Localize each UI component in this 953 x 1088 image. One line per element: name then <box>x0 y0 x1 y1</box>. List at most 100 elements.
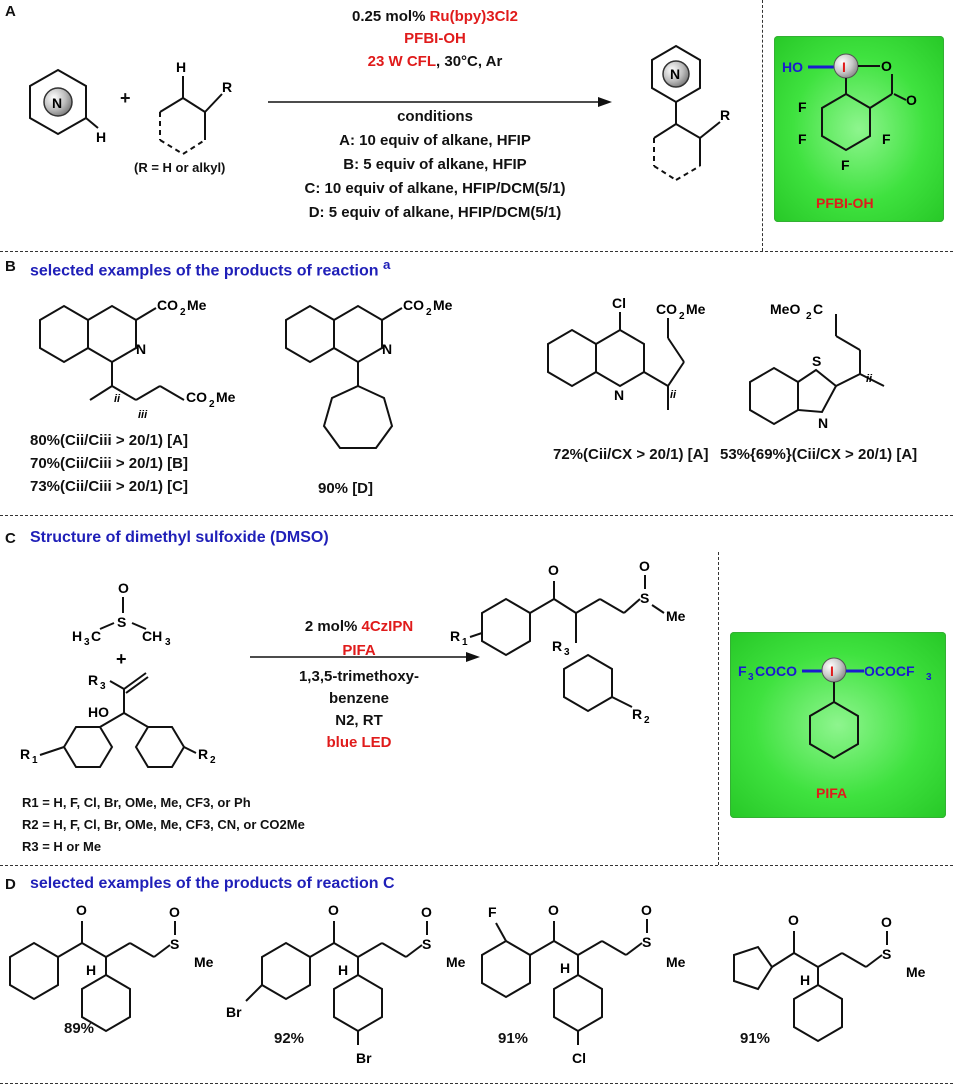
svg-text:Cl: Cl <box>572 1050 586 1066</box>
divider-cd <box>0 865 953 866</box>
yield-d3: 91% <box>498 1030 529 1047</box>
svg-text:COCO: COCO <box>755 663 797 679</box>
yield-b2: 90% [D] <box>318 480 374 497</box>
light-c: blue LED <box>326 734 392 751</box>
svg-text:Br: Br <box>356 1050 372 1066</box>
svg-text:CO: CO <box>157 297 178 313</box>
svg-text:H: H <box>176 59 186 75</box>
svg-text:1: 1 <box>462 637 468 648</box>
svg-text:O: O <box>548 902 559 918</box>
svg-text:S: S <box>117 614 126 630</box>
svg-text:F: F <box>841 157 850 173</box>
svg-text:R: R <box>552 638 562 654</box>
svg-text:Me: Me <box>686 301 706 317</box>
svg-text:O: O <box>169 904 180 920</box>
svg-text:O: O <box>328 902 339 918</box>
yield-d2: 92% <box>274 1030 305 1047</box>
pyridine-reactant: N H <box>29 68 106 145</box>
conditions-line-1: 0.25 mol% Ru(bpy)3Cl2 <box>352 8 518 25</box>
svg-text:Me: Me <box>433 297 453 313</box>
panel-b-title: selected examples of the products of rea… <box>30 257 391 280</box>
svg-text:MeO: MeO <box>770 301 800 317</box>
svg-text:Cl: Cl <box>612 295 626 311</box>
svg-text:HO: HO <box>88 704 109 720</box>
plus-a: + <box>120 88 131 108</box>
svg-text:H: H <box>338 962 348 978</box>
svg-text:N: N <box>136 341 146 357</box>
yield-d4: 91% <box>740 1030 771 1047</box>
plus-c: + <box>116 649 127 669</box>
oxidant-a: PFBI-OH <box>404 30 466 47</box>
alkane-reactant: H R <box>159 59 232 155</box>
panel-d-structures: O H S O Me Br O H S O Me Br F <box>9 902 926 1066</box>
condition-d: D: 5 equiv of alkane, HFIP/DCM(5/1) <box>308 204 562 221</box>
svg-text:3: 3 <box>564 647 570 658</box>
svg-text:N: N <box>670 66 680 82</box>
pifa-label: PIFA <box>816 785 847 801</box>
svg-text:ii: ii <box>670 389 677 401</box>
svg-text:C: C <box>813 301 823 317</box>
svg-text:R: R <box>720 107 730 123</box>
svg-text:S: S <box>882 946 891 962</box>
svg-text:O: O <box>881 58 892 74</box>
svg-text:2: 2 <box>210 755 216 766</box>
svg-text:H: H <box>800 972 810 988</box>
svg-text:F: F <box>488 904 497 920</box>
svg-text:S: S <box>640 590 649 606</box>
panel-a-scheme: N H H R N R <box>29 44 730 181</box>
product-d4: O H S O Me <box>733 912 926 1043</box>
svg-text:iii: iii <box>138 409 148 421</box>
svg-text:O: O <box>421 904 432 920</box>
svg-text:R: R <box>88 672 98 688</box>
panel-a-product: N R <box>651 44 730 181</box>
yield-d1: 89% <box>64 1020 95 1037</box>
divider-a-right <box>762 0 763 251</box>
condition-b: B: 5 equiv of alkane, HFIP <box>343 156 527 173</box>
yield-b3: 72%(Cii/CX > 20/1) [A] <box>553 446 709 463</box>
svg-text:I: I <box>842 59 846 75</box>
svg-text:H: H <box>96 129 106 145</box>
svg-text:S: S <box>170 936 179 952</box>
r-definition-a: (R = H or alkyl) <box>134 160 226 175</box>
svg-text:2: 2 <box>644 715 650 726</box>
atmosphere-c: N2, RT <box>335 712 383 729</box>
yield-b4: 53%{69%}(Cii/CX > 20/1) [A] <box>720 446 918 463</box>
svg-text:Me: Me <box>187 297 207 313</box>
panel-label-b: B <box>5 258 16 275</box>
svg-text:O: O <box>118 580 129 596</box>
svg-text:1: 1 <box>32 755 38 766</box>
light-a: 23 W CFL, 30°C, Ar <box>367 53 503 70</box>
panel-c-title: Structure of dimethyl sulfoxide (DMSO) <box>30 529 329 546</box>
svg-text:C: C <box>91 628 101 644</box>
condition-c: C: 10 equiv of alkane, HFIP/DCM(5/1) <box>304 180 566 197</box>
svg-text:O: O <box>548 562 559 578</box>
svg-text:F: F <box>798 99 807 115</box>
r2-definition: R2 = H, F, Cl, Br, OMe, Me, CF3, CN, or … <box>22 817 305 832</box>
r1-definition: R1 = H, F, Cl, Br, OMe, Me, CF3, or Ph <box>22 795 251 810</box>
svg-text:2: 2 <box>180 307 186 318</box>
additive-c-2: benzene <box>328 690 389 707</box>
svg-text:Br: Br <box>226 1004 242 1020</box>
svg-text:2: 2 <box>679 311 685 322</box>
svg-text:R: R <box>222 79 232 95</box>
divider-ab <box>0 251 953 252</box>
svg-text:ii: ii <box>114 393 121 405</box>
svg-text:N: N <box>614 387 624 403</box>
svg-text:3: 3 <box>748 672 754 683</box>
svg-text:O: O <box>76 902 87 918</box>
svg-text:N: N <box>818 415 828 431</box>
svg-text:S: S <box>812 353 821 369</box>
svg-text:R: R <box>632 706 642 722</box>
svg-text:3: 3 <box>165 637 171 648</box>
svg-text:3: 3 <box>926 672 932 683</box>
svg-text:Me: Me <box>666 608 686 624</box>
panel-label-a: A <box>5 3 16 20</box>
svg-text:R: R <box>450 628 460 644</box>
svg-text:H: H <box>86 962 96 978</box>
svg-text:R: R <box>198 746 208 762</box>
